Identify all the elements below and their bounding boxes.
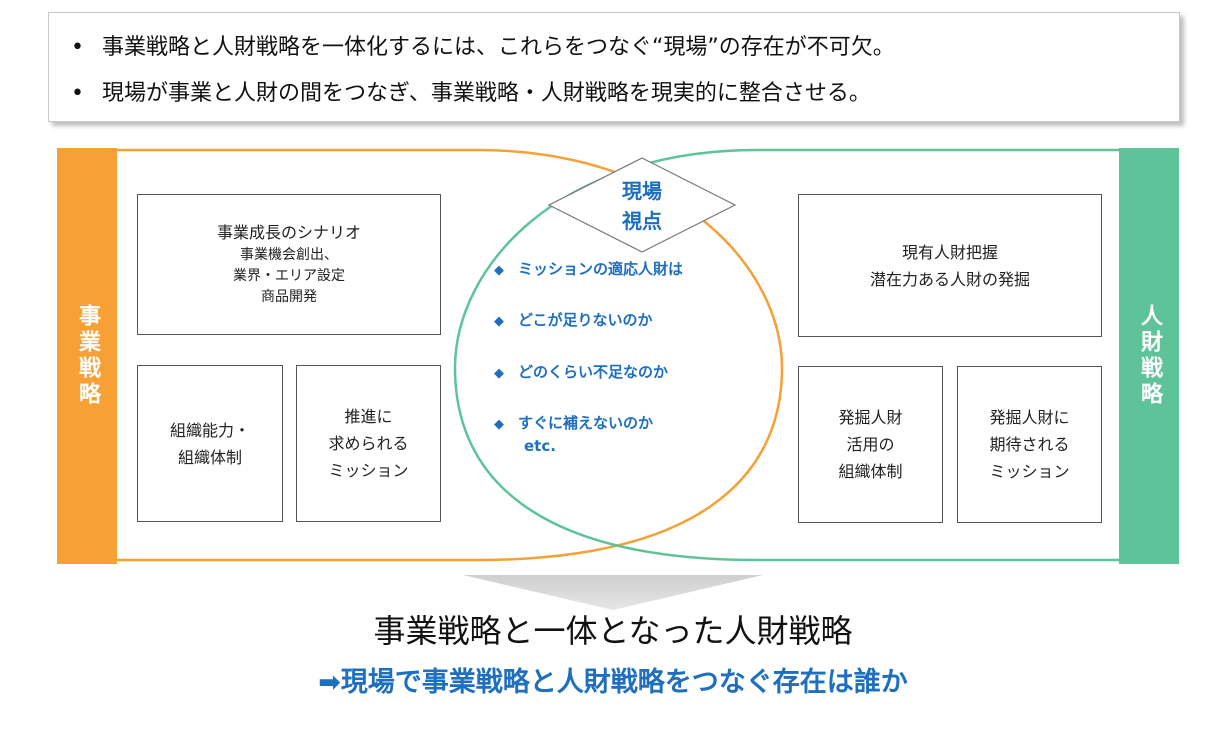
field-question-1: ◆ ミッションの適応人財は: [494, 258, 683, 279]
growth-scenario-title: 事業成長のシナリオ: [216, 223, 361, 242]
talent-assessment-line-2: 潜在力ある人財の発掘: [869, 269, 1030, 289]
talent-utilization-line-1: 発掘人財: [838, 408, 903, 427]
talent-assessment-line-1: 現有人財把握: [901, 242, 998, 262]
talent-expectation-line-2: 期待される: [989, 435, 1070, 454]
org-capability-line-1: 組織能力・: [169, 420, 250, 440]
diamond-bullet-icon: ◆: [494, 366, 504, 381]
field-question-2: ◆ どこが足りないのか: [494, 309, 653, 330]
diamond-bullet-icon: ◆: [494, 263, 504, 278]
org-capability-box: 組織能力・ 組織体制: [137, 365, 283, 522]
growth-scenario-line-3: 商品開発: [261, 289, 317, 305]
required-mission-line-3: ミッション: [328, 461, 409, 480]
conclusion-question: ➡現場で事業戦略と人財戦略をつなぐ存在は誰か: [318, 667, 908, 698]
business-strategy-label: 事業戦略: [75, 304, 100, 408]
talent-strategy-bar: 人財戦略: [1119, 148, 1179, 564]
growth-scenario-line-1: 事業機会創出、: [240, 247, 338, 263]
talent-assessment-box: 現有人財把握 潜在力ある人財の発掘: [798, 194, 1102, 337]
diamond-bullet-icon: ◆: [494, 314, 504, 329]
talent-expectation-line-1: 発掘人財に: [989, 408, 1070, 427]
growth-scenario-line-2: 業界・エリア設定: [233, 268, 345, 284]
talent-utilization-line-3: 組織体制: [838, 462, 903, 481]
down-arrow-icon: [463, 575, 763, 610]
field-question-3: ◆ どのくらい不足なのか: [494, 361, 668, 382]
business-strategy-bar: 事業戦略: [57, 148, 117, 564]
intro-bullet-box: 事業戦略と人財戦略を一体化するには、これらをつなぐ“現場”の存在が不可欠。 現場…: [48, 12, 1180, 122]
field-question-3-text: どのくらい不足なのか: [518, 363, 669, 381]
conclusion-title: 事業戦略と一体となった人財戦略: [373, 612, 853, 650]
field-question-1-text: ミッションの適応人財は: [518, 260, 684, 278]
diamond-line-1: 現場: [622, 179, 662, 203]
required-mission-line-2: 求められる: [328, 434, 409, 453]
field-question-4-text: すぐに補えないのか: [518, 414, 654, 432]
field-perspective-label: 現場 視点: [602, 176, 682, 236]
growth-scenario-box: 事業成長のシナリオ 事業機会創出、 業界・エリア設定 商品開発: [137, 194, 441, 335]
required-mission-line-1: 推進に: [344, 407, 393, 426]
intro-bullet-1: 事業戦略と人財戦略を一体化するには、これらをつなぐ“現場”の存在が不可欠。: [71, 29, 895, 61]
field-question-4: ◆ すぐに補えないのか: [494, 412, 653, 433]
talent-expectation-box: 発掘人財に 期待される ミッション: [957, 366, 1102, 523]
strategy-diagram: 事業戦略 人財戦略 現場 視点 事業成長のシナリオ 事業機会創出、 業界・エリア…: [57, 148, 1179, 564]
talent-utilization-line-2: 活用の: [846, 435, 895, 454]
diamond-bullet-icon: ◆: [494, 417, 504, 432]
talent-strategy-label: 人財戦略: [1137, 304, 1162, 408]
field-question-2-text: どこが足りないのか: [518, 311, 653, 329]
field-perspective-diamond: [547, 157, 737, 253]
required-mission-box: 推進に 求められる ミッション: [296, 365, 441, 522]
talent-expectation-line-3: ミッション: [989, 462, 1070, 481]
org-capability-line-2: 組織体制: [177, 447, 242, 467]
talent-utilization-box: 発掘人財 活用の 組織体制: [798, 366, 943, 523]
venn-lines: [117, 148, 1119, 562]
intro-bullet-2: 現場が事業と人財の間をつなぎ、事業戦略・人財戦略を現実的に整合させる。: [71, 75, 871, 107]
field-question-etc: etc.: [524, 437, 556, 455]
diamond-line-2: 視点: [622, 209, 662, 233]
